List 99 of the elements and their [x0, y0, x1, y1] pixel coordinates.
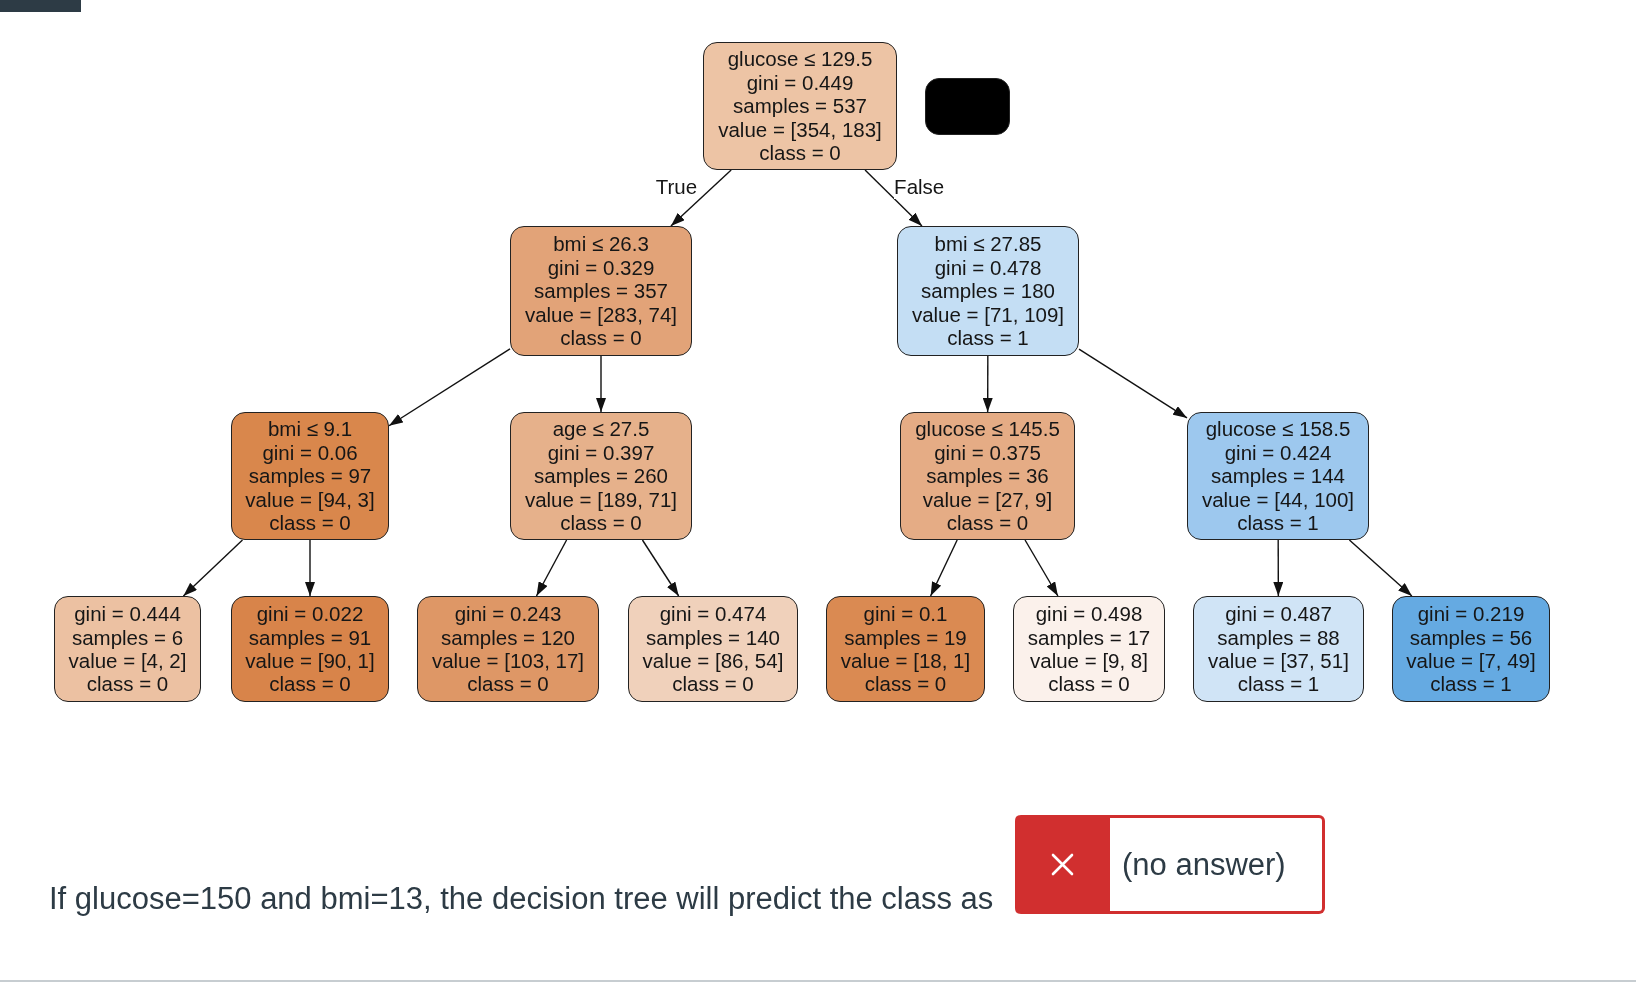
decision-node	[897, 226, 1079, 356]
node-text: gini = 0.022	[256, 602, 364, 626]
node-text: gini = 0.329	[547, 255, 655, 280]
decision-node	[510, 412, 692, 540]
answer-field: (no answer)	[1110, 815, 1325, 914]
node-text: value = [189, 71]	[524, 487, 678, 512]
arrow	[1348, 539, 1413, 597]
node-text: class = 0	[946, 511, 1029, 535]
node-text: value = [9, 8]	[1030, 649, 1148, 673]
arrow	[1078, 348, 1188, 419]
decision-node	[510, 226, 692, 356]
node-text: class = 0	[759, 141, 841, 165]
node-text: gini = 0.478	[934, 255, 1042, 280]
arrow	[864, 169, 923, 227]
node-text: samples = 6	[71, 625, 184, 649]
decision-node	[1187, 412, 1369, 540]
node-text: samples = 88	[1217, 625, 1340, 649]
node-text: class = 1	[1430, 672, 1512, 696]
node-text: gini = 0.243	[454, 602, 562, 626]
node-text: class = 0	[560, 326, 642, 350]
node-text: gini = 0.424	[1224, 440, 1332, 465]
node-text: samples = 120	[441, 625, 575, 649]
node-text: samples = 537	[733, 94, 867, 118]
node-text: glucose ≤ 158.5	[1205, 417, 1351, 441]
node-text: value = [18, 1]	[840, 649, 971, 673]
leaf-node	[1392, 596, 1550, 702]
node-text: value = [7, 49]	[1406, 649, 1536, 673]
arrow	[1273, 539, 1284, 597]
arrow	[641, 539, 680, 597]
node-text: class = 0	[467, 672, 549, 696]
arrow	[182, 539, 244, 597]
node-text: samples = 260	[534, 464, 668, 488]
node-text: gini = 0.449	[746, 70, 854, 95]
node-text: value = [44, 100]	[1201, 487, 1355, 512]
node-text: class = 1	[1237, 511, 1319, 535]
node-text: samples = 56	[1409, 625, 1533, 649]
node-text: gini = 0.444	[74, 602, 181, 626]
arrow	[535, 539, 568, 597]
arrow	[596, 355, 606, 413]
node-text: class = 0	[560, 511, 642, 535]
node-text: class = 0	[672, 672, 754, 696]
node-text: gini = 0.397	[547, 440, 655, 465]
node-text: gini = 0.375	[934, 440, 1041, 465]
node-text: bmi ≤ 9.1	[267, 417, 353, 441]
node-text: samples = 36	[926, 464, 1049, 488]
leaf-node	[417, 596, 599, 702]
node-text: class = 0	[1048, 672, 1130, 696]
node-text: value = [86, 54]	[642, 649, 784, 673]
leaf-node	[628, 596, 798, 702]
node-text: samples = 91	[248, 625, 372, 649]
node-text: value = [71, 109]	[911, 302, 1065, 327]
node-text: gini = 0.487	[1225, 602, 1332, 626]
node-text: samples = 144	[1211, 464, 1345, 488]
node-text: gini = 0.219	[1417, 602, 1525, 626]
node-text: value = [94, 3]	[245, 487, 375, 512]
decision-node	[703, 42, 897, 170]
node-text: value = [27, 9]	[922, 487, 1053, 512]
node-text: samples = 357	[534, 279, 668, 303]
node-text: glucose ≤ 145.5	[915, 417, 1060, 441]
node-text: value = [103, 17]	[431, 649, 585, 673]
decision-node	[231, 412, 389, 540]
node-text: value = [283, 74]	[524, 302, 678, 327]
node-text: class = 0	[86, 672, 169, 696]
node-text: samples = 180	[921, 279, 1055, 303]
node-text: age ≤ 27.5	[552, 417, 650, 441]
node-text: gini = 0.06	[262, 440, 358, 465]
node-text: gini = 0.1	[863, 602, 948, 626]
leaf-node	[1193, 596, 1364, 702]
decision-node	[900, 412, 1075, 540]
arrow	[929, 539, 958, 597]
node-text: value = [4, 2]	[68, 649, 187, 673]
node-text: class = 1	[1237, 672, 1320, 696]
leaf-node	[54, 596, 201, 702]
node-text: class = 0	[269, 511, 351, 535]
leaf-node	[826, 596, 985, 702]
arrow	[670, 169, 732, 227]
node-text: glucose ≤ 129.5	[727, 47, 873, 71]
node-text: value = [354, 183]	[718, 117, 882, 142]
leaf-node	[231, 596, 389, 702]
node-text: class = 1	[947, 326, 1029, 350]
node-text: class = 0	[269, 672, 351, 696]
node-text: value = [90, 1]	[245, 649, 375, 673]
node-text: samples = 19	[844, 625, 967, 649]
node-text: class = 0	[864, 672, 947, 696]
node-text: samples = 140	[646, 625, 780, 649]
arrow	[388, 348, 511, 427]
node-text: gini = 0.474	[659, 602, 767, 626]
arrow	[982, 355, 993, 413]
node-text: samples = 17	[1027, 625, 1151, 649]
node-text: value = [37, 51]	[1208, 649, 1349, 673]
arrow	[1024, 539, 1059, 597]
node-text: bmi ≤ 26.3	[553, 232, 649, 256]
question-text: If glucose=150 and bmi=13, the decision tree will predict the class as	[49, 880, 994, 918]
arrow	[305, 539, 315, 597]
node-text: gini = 0.498	[1035, 602, 1143, 626]
node-text: bmi ≤ 27.85	[934, 232, 1042, 256]
leaf-node	[1013, 596, 1165, 702]
node-text: samples = 97	[248, 464, 372, 488]
redaction-block	[925, 78, 1010, 135]
